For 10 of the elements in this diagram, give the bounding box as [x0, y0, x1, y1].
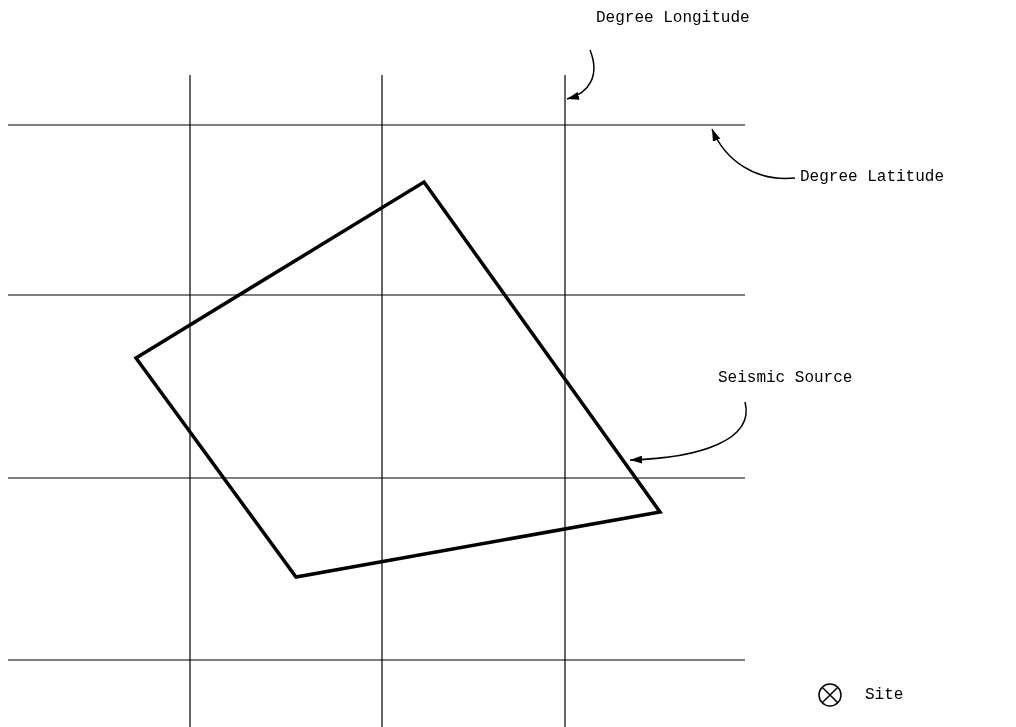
seismic-source-outline — [133, 179, 664, 579]
callout-label: Seismic Source — [718, 368, 853, 388]
longitude-line — [564, 74, 566, 727]
callout-label: Degree Longitude — [596, 8, 750, 28]
latitude-line — [7, 124, 746, 126]
leader-arrow — [566, 49, 595, 100]
leader-arrow — [629, 401, 747, 464]
leader-arrow — [711, 128, 796, 180]
legend-label: Site — [865, 685, 904, 705]
callout-label: Degree Latitude — [800, 167, 945, 187]
